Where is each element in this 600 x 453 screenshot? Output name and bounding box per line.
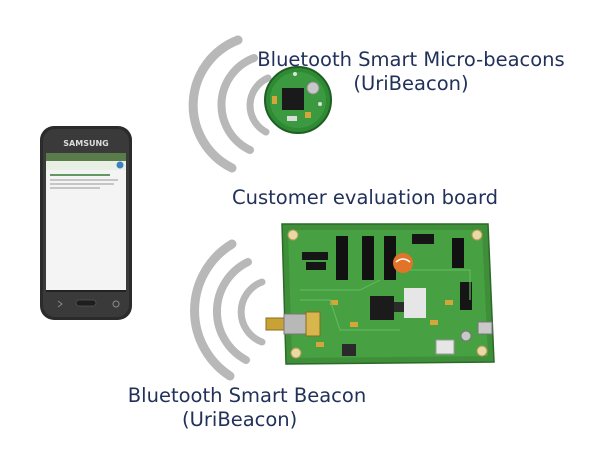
micro-beacon-icon xyxy=(264,66,332,134)
beacon-label: Bluetooth Smart Beacon (UriBeacon) xyxy=(124,384,370,432)
micro-beacons-label: Bluetooth Smart Micro-beacons (UriBeacon… xyxy=(252,48,570,96)
beacon-title: Bluetooth Smart Beacon xyxy=(127,384,367,407)
signal-waves-bottom-icon xyxy=(190,239,266,381)
evaluation-board-label: Customer evaluation board xyxy=(232,186,498,209)
micro-beacons-title: Bluetooth Smart Micro-beacons xyxy=(257,48,565,71)
micro-beacons-subtitle: (UriBeacon) xyxy=(353,72,469,95)
evaluation-board-icon xyxy=(265,223,495,365)
phone-brand: SAMSUNG xyxy=(63,139,108,148)
smartphone-icon: SAMSUNG xyxy=(40,126,132,320)
beacon-subtitle: (UriBeacon) xyxy=(182,408,298,431)
signal-waves-top-icon xyxy=(188,35,272,173)
